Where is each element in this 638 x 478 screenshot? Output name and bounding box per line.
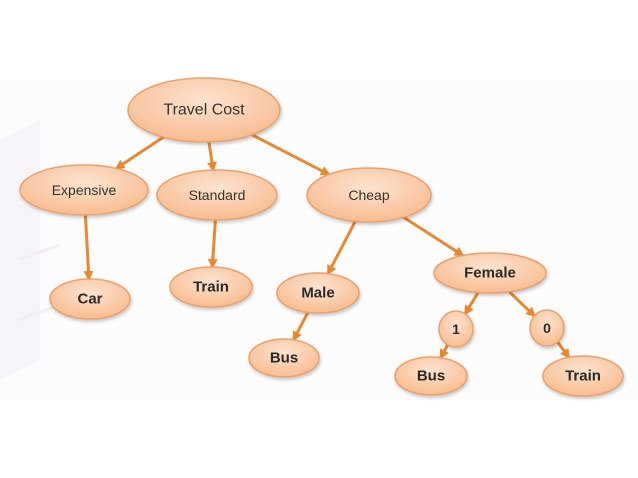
background-decoration <box>0 80 638 400</box>
node-label-male: Male <box>301 285 334 302</box>
edge-travel-cost-to-cheap <box>251 133 331 176</box>
edge-male-to-bus-male <box>292 311 310 342</box>
node-standard: Standard <box>156 169 278 221</box>
node-label-value-1: 1 <box>452 321 460 337</box>
node-cheap: Cheap <box>306 167 432 223</box>
edge-standard-to-train-standard <box>207 219 218 269</box>
nodes-layer: Travel Cost Expensive Standard Cheap Car… <box>19 77 624 397</box>
node-label-expensive: Expensive <box>52 182 117 198</box>
node-label-standard: Standard <box>189 187 246 203</box>
node-label-train-standard: Train <box>193 279 229 296</box>
edge-cheap-to-male <box>326 220 357 276</box>
node-label-bus-female: Bus <box>417 368 445 385</box>
node-female: Female <box>433 252 547 294</box>
node-label-value-0: 0 <box>543 320 551 336</box>
edge-travel-cost-to-expensive <box>114 135 165 170</box>
edge-expensive-to-car <box>83 214 94 281</box>
node-bus-male: Bus <box>248 338 320 378</box>
node-bus-female: Bus <box>394 356 468 396</box>
node-expensive: Expensive <box>19 164 149 216</box>
node-label-female: Female <box>464 265 516 282</box>
node-label-cheap: Cheap <box>348 187 389 203</box>
node-travel-cost: Travel Cost <box>127 77 281 143</box>
edge-value-0-to-train-female <box>556 341 571 359</box>
node-car: Car <box>49 278 131 320</box>
node-train-standard: Train <box>169 266 253 308</box>
edges-layer <box>83 133 571 360</box>
edge-travel-cost-to-standard <box>207 141 217 173</box>
edge-female-to-value-1 <box>463 291 480 316</box>
node-train-female: Train <box>542 355 624 397</box>
node-value-0: 0 <box>529 309 565 347</box>
edge-cheap-to-female <box>402 216 465 257</box>
node-label-bus-male: Bus <box>270 350 298 367</box>
node-value-1: 1 <box>438 310 474 348</box>
edge-value-1-to-bus-female <box>439 343 450 360</box>
edge-female-to-value-0 <box>508 290 536 318</box>
node-label-travel-cost: Travel Cost <box>163 102 245 119</box>
node-label-train-female: Train <box>565 368 601 385</box>
node-label-car: Car <box>77 291 102 308</box>
node-male: Male <box>276 272 360 314</box>
